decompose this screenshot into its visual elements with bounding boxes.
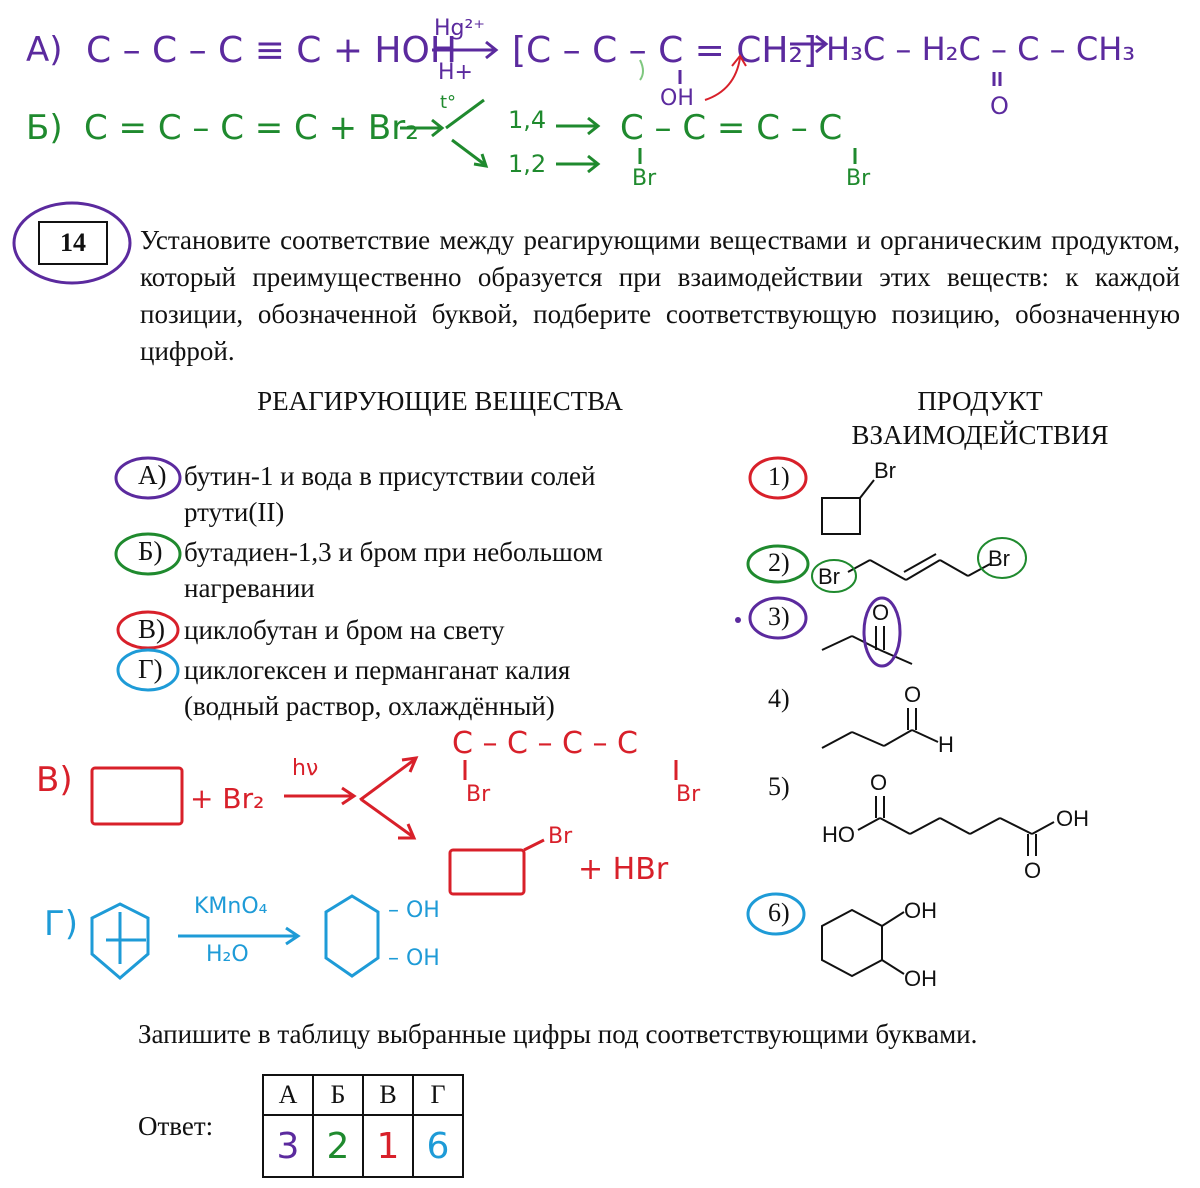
reactant-b-line2: нагревании	[184, 573, 315, 603]
answer-header-v: В	[362, 1074, 414, 1116]
reactant-letter-g: Г)	[138, 654, 163, 684]
product-number-4: 4)	[768, 684, 790, 713]
structure-5-o-top: O	[870, 770, 887, 795]
note-g-label: Г)	[44, 904, 78, 944]
letter-v-circle	[116, 610, 180, 650]
note-v-br-left: Br	[466, 782, 491, 807]
note-a-product-o: O	[990, 92, 1009, 120]
note-g-cond-bottom: H₂O	[206, 942, 249, 967]
structure-bromocyclobutane	[821, 479, 875, 535]
note-a-product: H₃C – H₂C – C – CH₃	[826, 30, 1136, 68]
note-a-reaction: C – C – C ≡ C + HOH	[86, 30, 457, 71]
answer-cell-g[interactable]: 6	[412, 1114, 464, 1178]
structure-4-h: H	[938, 732, 954, 757]
note-a-catalyst-bottom: H+	[438, 60, 473, 85]
product-number-2: 2)	[768, 548, 790, 577]
note-b-br-right: Br	[846, 166, 871, 191]
note-b-12: 1,2	[508, 150, 547, 178]
note-b-product: C – C = C – C	[620, 108, 843, 148]
answer-cell-a[interactable]: 3	[262, 1114, 314, 1178]
products-header: ПРОДУКТ ВЗАИМОДЕЙСТВИЯ	[851, 386, 1109, 450]
note-v-drawings	[90, 756, 678, 896]
reactant-a-line1: бутин-1 и вода в присутствии солей	[184, 461, 596, 491]
reactant-letter-v: В)	[138, 614, 165, 644]
note-b-reaction: C = C – C = C + Br₂	[84, 108, 419, 148]
structure-6-oh-top: OH	[904, 898, 937, 923]
reactant-letter-b: Б)	[138, 536, 163, 566]
product-number-5: 5)	[768, 772, 790, 801]
question-text: Установите соответствие между реагирующи…	[140, 225, 1180, 366]
answer-label: Ответ:	[138, 1111, 214, 1141]
reactant-v-line1: циклобутан и бром на свету	[184, 615, 505, 645]
note-a-green-mark	[639, 59, 644, 81]
note-a-intermediate: [C – C – C = CH₂]	[512, 30, 817, 71]
structure-2-br-right-circle	[977, 537, 1027, 579]
reactant-a-line2: ртути(II)	[184, 497, 285, 527]
answer-cell-v[interactable]: 1	[362, 1114, 414, 1178]
structure-6-oh-bottom: OH	[904, 966, 937, 991]
structure-butanal	[821, 708, 939, 749]
note-v-cond: hν	[292, 756, 319, 781]
structure-dibromobutene	[847, 553, 991, 581]
structure-1-br: Br	[874, 458, 896, 483]
note-a-arrows	[432, 34, 1002, 86]
instruction-text: Запишите в таблицу выбранные цифры под с…	[138, 1019, 978, 1049]
letter-g-circle	[116, 648, 180, 692]
answer-header-a: А	[262, 1074, 314, 1116]
product-number-3: 3)	[768, 602, 790, 631]
product-6-circle	[746, 892, 806, 936]
note-g-cond-top: KMnO₄	[194, 894, 268, 919]
note-v-br-ring: Br	[548, 824, 573, 849]
product-1-circle	[748, 456, 808, 500]
structure-adipic-acid	[857, 796, 1055, 856]
question-circle	[12, 201, 132, 285]
answer-header-g: Г	[412, 1074, 464, 1116]
answer-table: А Б В Г 3 2 1 6	[262, 1074, 464, 1178]
note-b-arrows	[400, 98, 857, 174]
structure-2-br-left-circle	[811, 559, 857, 593]
note-v-label: В)	[36, 760, 73, 800]
note-a-catalyst-top: Hg²⁺	[434, 16, 485, 41]
product-2-circle	[746, 544, 810, 584]
note-v-chain: C – C – C – C	[452, 726, 639, 761]
letter-a-circle	[114, 456, 182, 500]
note-v-hbr: + HBr	[578, 852, 669, 887]
note-a-label: А)	[26, 30, 63, 70]
structure-2-br-right: Br	[988, 546, 1010, 571]
note-v-br-right: Br	[676, 782, 701, 807]
answer-cell-b[interactable]: 2	[312, 1114, 364, 1178]
structure-5-o-bottom: O	[1024, 858, 1041, 883]
structure-5-oh: OH	[1056, 806, 1089, 831]
product-3-circle	[748, 596, 808, 640]
structure-5-ho: HO	[822, 822, 855, 847]
reactant-g-line1: циклогексен и перманганат калия	[184, 655, 571, 685]
note-b-label: Б)	[26, 108, 63, 148]
structure-4-o: O	[904, 682, 921, 707]
note-g-oh-bottom: – OH	[388, 946, 440, 971]
purple-dot	[735, 617, 741, 623]
reactant-b-line1: бутадиен-1,3 и бром при небольшом	[184, 537, 603, 567]
structure-3-o: O	[872, 600, 889, 625]
structure-2-br-left: Br	[818, 564, 840, 589]
structure-cyclohexanediol	[821, 908, 905, 978]
reactants-header: РЕАГИРУЮЩИЕ ВЕЩЕСТВА	[257, 386, 623, 416]
note-b-temp: t°	[440, 92, 457, 113]
product-number-1: 1)	[768, 462, 790, 491]
reactant-g-line2: (водный раствор, охлаждённый)	[184, 691, 555, 721]
reactant-letter-a: А)	[138, 460, 167, 490]
structure-3-circle	[862, 596, 902, 668]
product-number-6: 6)	[768, 898, 790, 927]
note-g-oh-top: – OH	[388, 898, 440, 923]
letter-b-circle	[114, 532, 182, 576]
question-number: 14	[38, 221, 108, 265]
note-a-red-arrow	[704, 57, 741, 101]
note-a-oh: OH	[660, 86, 694, 111]
note-b-br-left: Br	[632, 166, 657, 191]
note-v-reagent: + Br₂	[190, 782, 265, 815]
note-g-drawings	[90, 894, 380, 980]
answer-header-b: Б	[312, 1074, 364, 1116]
note-b-14: 1,4	[508, 106, 547, 134]
